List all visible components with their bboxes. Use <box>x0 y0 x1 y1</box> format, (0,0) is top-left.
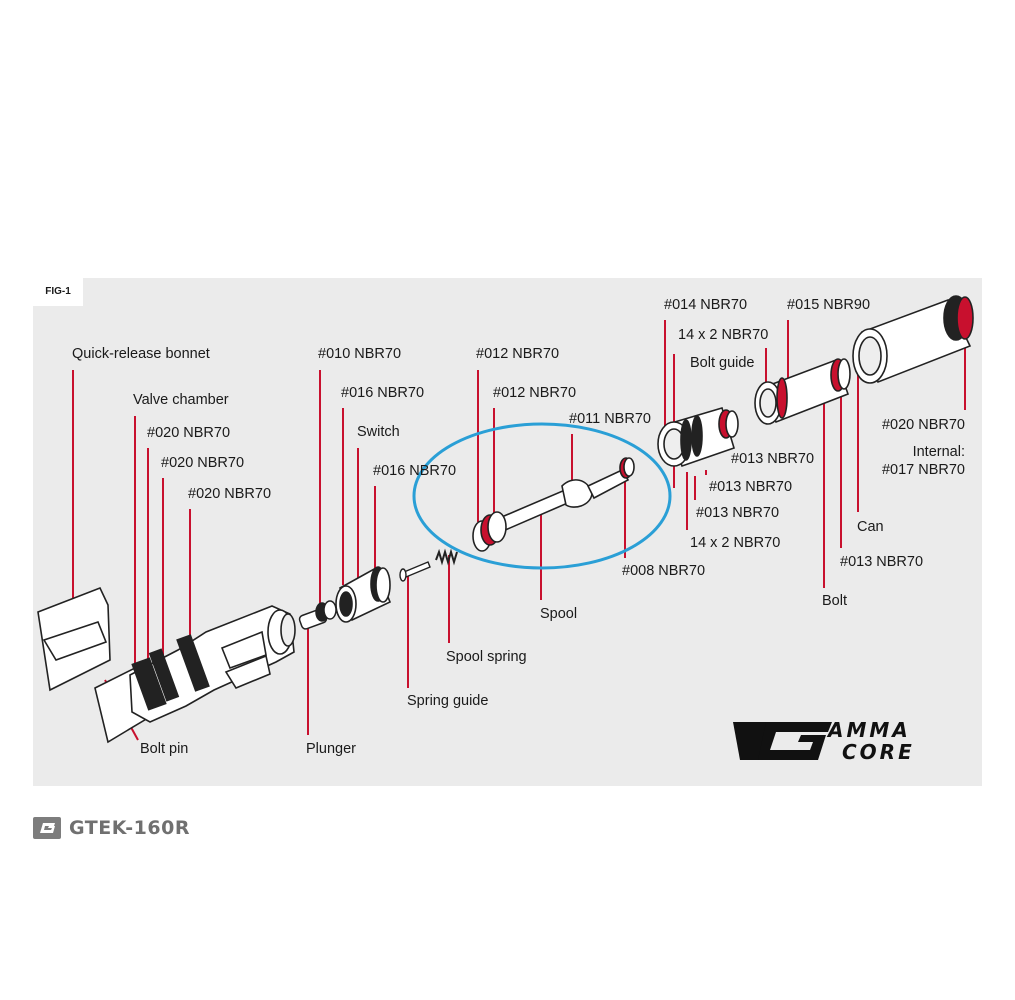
label-oring-015: #015 NBR90 <box>787 297 871 313</box>
brand-line-1: AMMA <box>828 718 911 742</box>
label-quick-release-bonnet: Quick-release bonnet <box>72 346 210 362</box>
label-oring-013-d: #013 NBR70 <box>840 554 924 570</box>
brand-line-2: CORE <box>842 740 915 764</box>
label-oring-020-c: #020 NBR70 <box>188 486 272 502</box>
label-bolt: Bolt <box>822 593 847 609</box>
label-oring-010: #010 NBR70 <box>318 346 402 362</box>
spool-part <box>472 457 635 552</box>
footer: GTEK-160R <box>33 815 190 841</box>
label-oring-020-d: #020 NBR70 <box>881 417 965 433</box>
label-spring-guide: Spring guide <box>407 693 489 709</box>
label-size-14x2-b: 14 x 2 NBR70 <box>690 535 781 551</box>
label-bolt-guide: Bolt guide <box>690 355 755 371</box>
label-oring-014: #014 NBR70 <box>664 297 748 313</box>
bolt-guide-part <box>657 407 739 468</box>
switch-part <box>335 566 392 623</box>
valve-chamber-part <box>129 605 296 723</box>
label-oring-017: #017 NBR70 <box>881 462 965 478</box>
label-oring-012-b: #012 NBR70 <box>493 385 577 401</box>
label-oring-020-a: #020 NBR70 <box>147 425 231 441</box>
label-plunger: Plunger <box>306 741 356 757</box>
label-oring-016-a: #016 NBR70 <box>341 385 425 401</box>
highlight-ellipse <box>412 422 672 570</box>
label-oring-011: #011 NBR70 <box>569 411 651 427</box>
label-size-14x2-a: 14 x 2 NBR70 <box>678 327 769 343</box>
label-switch: Switch <box>357 424 400 440</box>
can-part <box>852 295 974 384</box>
plunger-part <box>298 600 337 630</box>
product-logo-icon <box>33 817 61 839</box>
quick-release-bonnet-part <box>37 586 149 744</box>
label-oring-008: #008 NBR70 <box>622 563 706 579</box>
spring-guide-part <box>399 561 431 582</box>
label-spool: Spool <box>540 606 578 622</box>
label-spool-spring: Spool spring <box>446 649 527 665</box>
label-oring-012-a: #012 NBR70 <box>476 346 560 362</box>
label-can: Can <box>857 519 884 535</box>
label-internal: Internal: <box>912 444 965 460</box>
label-oring-016-b: #016 NBR70 <box>373 463 457 479</box>
label-valve-chamber: Valve chamber <box>133 392 229 408</box>
spool-spring-part <box>435 548 458 566</box>
bolt-part <box>754 358 851 425</box>
label-oring-013-c: #013 NBR70 <box>696 505 780 521</box>
model-name: GTEK-160R <box>69 817 190 839</box>
label-oring-013-a: #013 NBR70 <box>731 451 815 467</box>
label-oring-013-b: #013 NBR70 <box>709 479 793 495</box>
figure-tag: FIG-1 <box>33 278 83 306</box>
gamma-core-logo-mark <box>733 722 832 760</box>
label-oring-020-b: #020 NBR70 <box>161 455 245 471</box>
label-bolt-pin: Bolt pin <box>140 741 189 757</box>
